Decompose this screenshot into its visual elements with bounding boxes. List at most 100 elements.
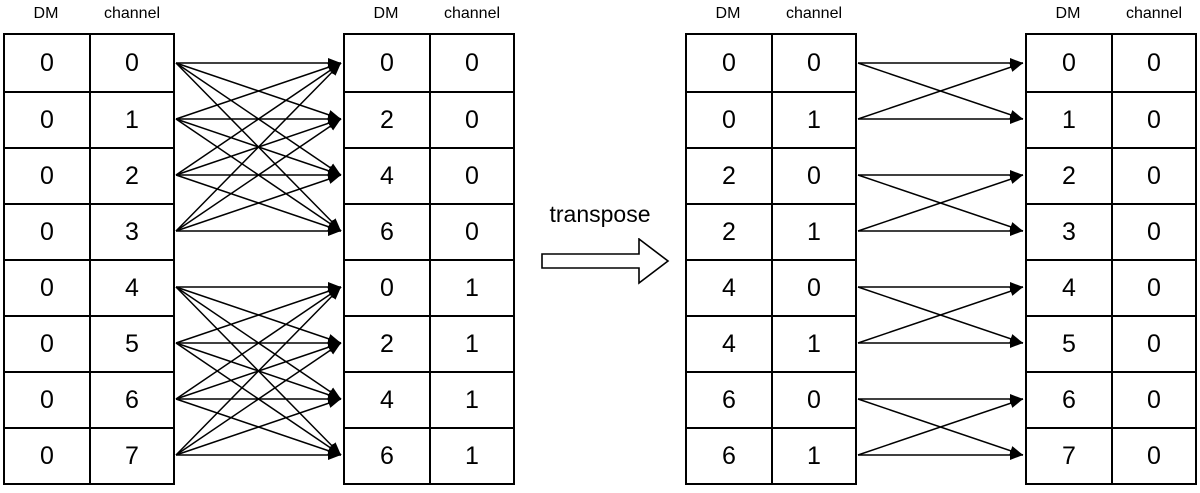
table-cell: 1 xyxy=(429,315,513,371)
table-cell: 0 xyxy=(380,48,394,77)
table-cell: 0 xyxy=(5,315,89,371)
table-cell: 0 xyxy=(1062,48,1076,77)
table-cell: 0 xyxy=(5,91,89,147)
column-header-channel: channel xyxy=(785,4,843,22)
table-cell: 1 xyxy=(429,371,513,427)
table-cell: 7 xyxy=(89,427,173,483)
transpose-arrow-icon xyxy=(541,238,670,285)
table-cell: 6 xyxy=(345,203,429,259)
table-cell: 0 xyxy=(89,35,173,91)
table-cell: 4 xyxy=(345,147,429,203)
connection-arrow xyxy=(175,398,342,456)
connection-arrow xyxy=(175,62,342,176)
table-cell: 0 xyxy=(771,259,855,315)
table-cell: 0 xyxy=(771,371,855,427)
connection-arrow xyxy=(175,286,342,344)
table-cell: 4 xyxy=(345,371,429,427)
column-header-dm: DM xyxy=(715,4,741,22)
shuffle-arrows-left xyxy=(175,58,342,460)
table-cell: 2 xyxy=(687,203,771,259)
table-cell: 0 xyxy=(429,91,513,147)
table-cell: 1 xyxy=(771,315,855,371)
table-cell: 0 xyxy=(771,35,855,91)
connection-arrow xyxy=(175,286,342,400)
table-cell: 1 xyxy=(771,427,855,483)
table-cell: 0 xyxy=(1111,203,1195,259)
table-cell: 0 xyxy=(5,371,89,427)
table-cell: 7 xyxy=(1027,427,1111,483)
table-cell: 3 xyxy=(89,203,173,259)
table-cell: 0 xyxy=(1111,35,1195,91)
table-cell: 1 xyxy=(771,203,855,259)
table-cell: 5 xyxy=(89,315,173,371)
table-cell: 0 xyxy=(1111,427,1195,483)
table-cell: 6 xyxy=(345,427,429,483)
table-cell: 6 xyxy=(687,427,771,483)
column-header-dm: DM xyxy=(373,4,399,22)
table-cell: 6 xyxy=(687,371,771,427)
table-cell: 3 xyxy=(1027,203,1111,259)
table-cell: 0 xyxy=(1111,371,1195,427)
connection-arrow xyxy=(175,174,342,232)
table-headers: DM channel xyxy=(3,0,175,33)
table-cell: 2 xyxy=(687,147,771,203)
table-cell: 6 xyxy=(1027,371,1111,427)
table-cell: 0 xyxy=(1111,259,1195,315)
block-arrow-shape xyxy=(541,238,670,285)
table-cell: 5 xyxy=(1027,315,1111,371)
connection-arrow xyxy=(857,398,1024,456)
table-cell: 0 xyxy=(1111,315,1195,371)
connection-arrow xyxy=(175,118,342,232)
table-cell: 1 xyxy=(429,259,513,315)
column-header-dm: DM xyxy=(33,4,59,22)
table-cell: 0 xyxy=(429,147,513,203)
table-cell: 2 xyxy=(345,315,429,371)
table-cell: 0 xyxy=(1111,91,1195,147)
connection-arrow xyxy=(175,62,342,120)
table-cell: 1 xyxy=(89,91,173,147)
table-cell: 0 xyxy=(5,203,89,259)
table-cell: 4 xyxy=(687,259,771,315)
table-headers: DM channel xyxy=(685,0,857,33)
column-header-channel: channel xyxy=(443,4,501,22)
table-cell: 0 xyxy=(429,203,513,259)
shuffle-arrows-right xyxy=(857,58,1024,460)
table-cell: 0 xyxy=(40,48,54,77)
table-cell: 6 xyxy=(89,371,173,427)
connection-arrow xyxy=(857,286,1024,344)
column-header-dm: DM xyxy=(1055,4,1081,22)
table-cell: 4 xyxy=(89,259,173,315)
table-cell: 0 xyxy=(722,48,736,77)
table-cell: 0 xyxy=(5,147,89,203)
table-cell: 0 xyxy=(771,147,855,203)
table-cell: 1 xyxy=(1027,91,1111,147)
column-header-channel: channel xyxy=(103,4,161,22)
connection-arrow xyxy=(175,286,342,456)
connection-arrow xyxy=(175,342,342,456)
table-cell: 0 xyxy=(5,427,89,483)
table-cell: 0 xyxy=(5,259,89,315)
table-headers: DM channel xyxy=(1025,0,1197,33)
table-cell: 0 xyxy=(345,259,429,315)
table-cell: 0 xyxy=(1111,147,1195,203)
table-cell: 0 xyxy=(429,35,513,91)
table-cell: 1 xyxy=(771,91,855,147)
transpose-label: transpose xyxy=(549,201,651,227)
column-header-channel: channel xyxy=(1125,4,1183,22)
table-cell: 2 xyxy=(345,91,429,147)
table-cell: 2 xyxy=(89,147,173,203)
table-headers: DM channel xyxy=(343,0,515,33)
connection-arrow xyxy=(175,62,342,232)
connection-arrow xyxy=(857,62,1024,120)
table-cell: 0 xyxy=(687,91,771,147)
table-cell: 2 xyxy=(1027,147,1111,203)
